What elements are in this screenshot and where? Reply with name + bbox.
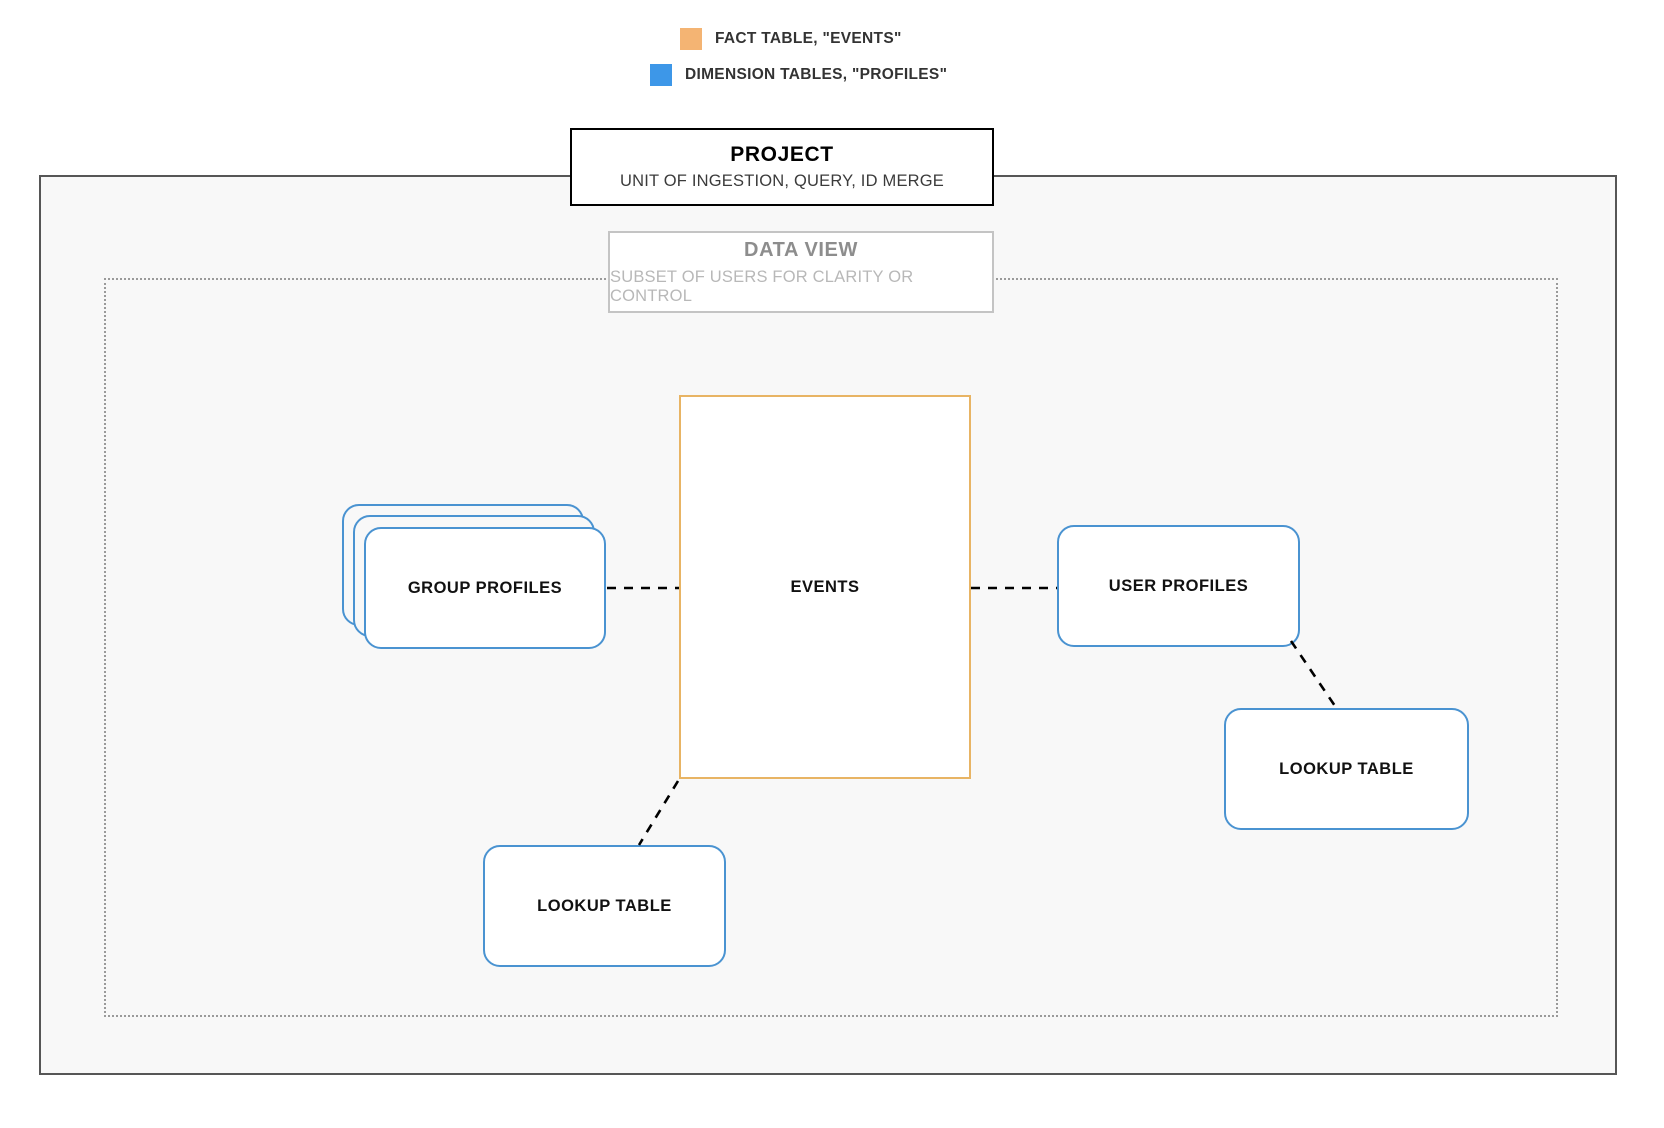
entity-lookup-table-left-label: LOOKUP TABLE — [537, 896, 672, 915]
entity-user-profiles[interactable]: USER PROFILES — [1057, 525, 1300, 647]
fact-table-swatch — [680, 28, 702, 50]
project-title: PROJECT — [730, 142, 834, 166]
entity-lookup-table-right-label: LOOKUP TABLE — [1279, 759, 1414, 778]
data-view-label-box: DATA VIEW SUBSET OF USERS FOR CLARITY OR… — [608, 231, 994, 313]
data-view-subtitle: SUBSET OF USERS FOR CLARITY OR CONTROL — [610, 267, 914, 305]
legend-item-dimension-tables: DIMENSION TABLES, "PROFILES" — [650, 64, 947, 86]
data-view-title: DATA VIEW — [744, 238, 858, 261]
entity-events-label: EVENTS — [790, 577, 860, 596]
entity-events[interactable]: EVENTS — [679, 395, 971, 779]
project-label-box: PROJECT UNIT OF INGESTION, QUERY, ID MER… — [570, 128, 994, 206]
project-subtitle: UNIT OF INGESTION, QUERY, ID MERGE — [619, 172, 944, 191]
legend-label-dimension-tables: DIMENSION TABLES, "PROFILES" — [685, 66, 948, 83]
entity-lookup-table-right[interactable]: LOOKUP TABLE — [1224, 708, 1469, 830]
entity-group-profiles[interactable]: GROUP PROFILES — [364, 527, 606, 649]
legend: FACT TABLE, "EVENTS" DIMENSION TABLES, "… — [650, 28, 947, 86]
legend-label-fact-table: FACT TABLE, "EVENTS" — [715, 30, 902, 47]
entity-user-profiles-label: USER PROFILES — [1108, 576, 1249, 595]
entity-lookup-table-left[interactable]: LOOKUP TABLE — [483, 845, 726, 967]
dimension-tables-swatch — [650, 64, 672, 86]
legend-item-fact-table: FACT TABLE, "EVENTS" — [680, 28, 947, 50]
entity-group-profiles-label: GROUP PROFILES — [407, 578, 563, 597]
